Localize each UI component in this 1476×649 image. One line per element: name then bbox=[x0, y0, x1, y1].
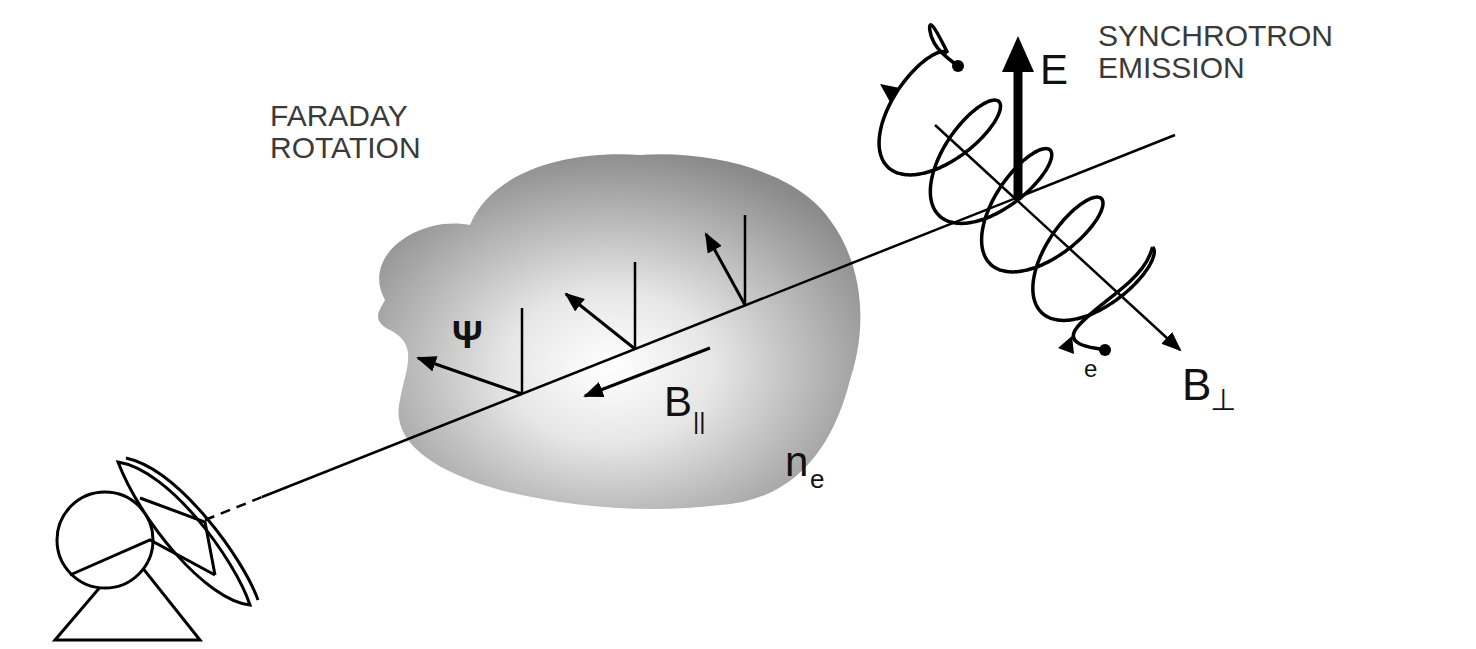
symbol-label: B bbox=[1182, 362, 1211, 408]
particle-label: e bbox=[1084, 356, 1097, 381]
helix-tail bbox=[1073, 247, 1152, 350]
reference-tick bbox=[744, 215, 747, 305]
line-of-sight-dashed bbox=[205, 497, 262, 520]
symbol-label: E bbox=[1040, 48, 1068, 92]
polarisation-vector bbox=[706, 234, 745, 305]
electric-vector bbox=[1014, 70, 1023, 197]
symbol-label: B bbox=[664, 380, 692, 424]
antenna-strut bbox=[70, 540, 215, 575]
reference-tick bbox=[634, 262, 637, 349]
subscript-label: ⊥ bbox=[1210, 384, 1236, 416]
line-of-sight bbox=[262, 135, 1175, 497]
helix-arrowhead bbox=[1058, 336, 1074, 354]
reference-tick bbox=[521, 308, 524, 394]
polarisation-vector bbox=[566, 294, 635, 349]
helix-tail bbox=[930, 25, 958, 66]
antenna-dish bbox=[118, 462, 250, 605]
electric-vector-head bbox=[1002, 36, 1034, 72]
symbol-label: n bbox=[785, 440, 808, 484]
antenna-dish-rim bbox=[126, 458, 258, 600]
subscript-label: || bbox=[693, 408, 705, 433]
electron-dot bbox=[1099, 344, 1111, 356]
field-axis bbox=[935, 125, 1180, 350]
polarisation-vector bbox=[418, 358, 522, 394]
region-title: FARADAY ROTATION bbox=[270, 100, 480, 163]
antenna-strut bbox=[140, 498, 215, 575]
process-title: SYNCHROTRON EMISSION bbox=[1098, 20, 1348, 83]
plasma-cloud bbox=[378, 154, 860, 509]
symbol-label: Ψ bbox=[452, 316, 483, 356]
electron-helix bbox=[879, 52, 1154, 321]
electron-dot bbox=[952, 60, 964, 72]
helix-arrowhead bbox=[880, 84, 900, 102]
subscript-label: e bbox=[810, 466, 824, 493]
radio-antenna bbox=[55, 458, 258, 640]
